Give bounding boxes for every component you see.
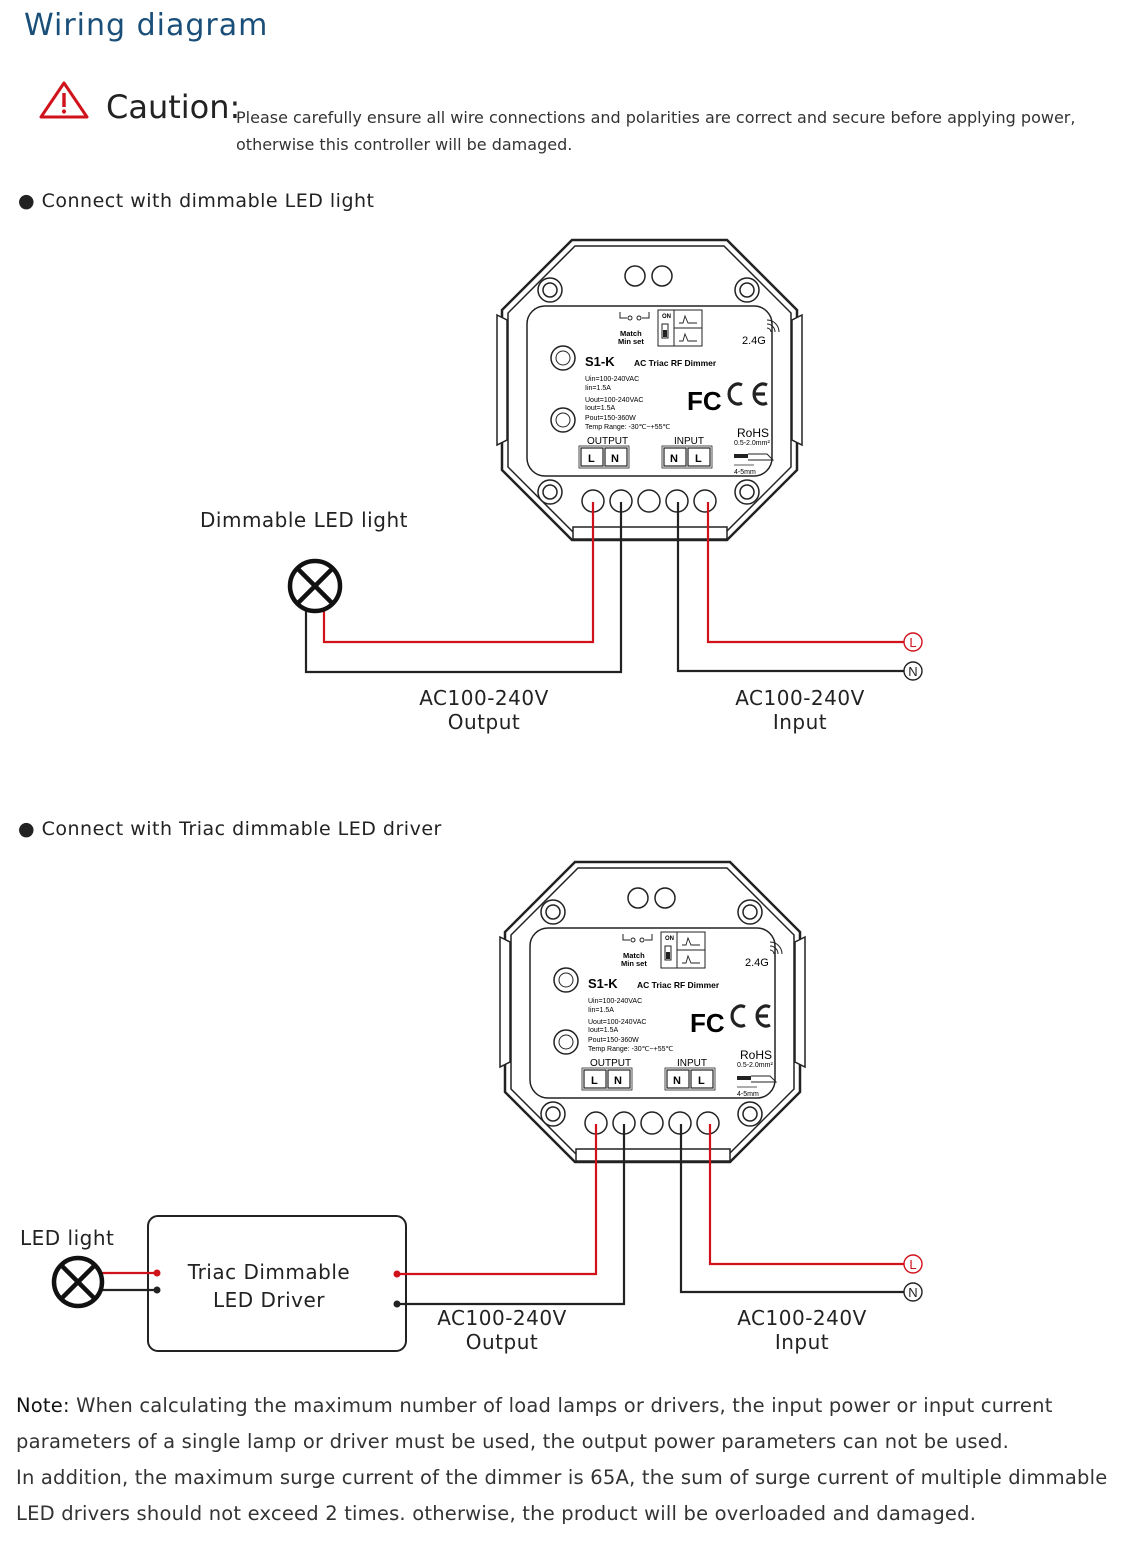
device-uin: Uin=100-240VAC bbox=[585, 376, 639, 383]
wiring-diagram-led-driver: Match Min set ON 2.4G S1-K AC Triac RF D… bbox=[51, 860, 923, 1352]
device-pout: Pout=150-360W bbox=[585, 415, 636, 422]
device-uout: Uout=100-240VAC bbox=[585, 397, 643, 404]
device-rf-label: 2.4G bbox=[745, 957, 769, 969]
note-line-3: In addition, the maximum surge current o… bbox=[16, 1466, 1108, 1489]
input-label: AC100-240V Input bbox=[710, 686, 890, 734]
device-iout: Iout=1.5A bbox=[585, 405, 615, 412]
device-input-label: INPUT bbox=[677, 1058, 707, 1069]
note-line-4: LED drivers should not exceed 2 times. o… bbox=[16, 1502, 977, 1525]
device-subtitle: AC Triac RF Dimmer bbox=[637, 980, 720, 990]
driver-label: Triac Dimmable LED Driver bbox=[166, 1258, 372, 1314]
fc-logo: FC bbox=[687, 386, 722, 416]
device-on-label: ON bbox=[665, 936, 674, 942]
caution-line-1: Please carefully ensure all wire connect… bbox=[236, 108, 1076, 127]
lamp-icon bbox=[287, 558, 343, 614]
output-neutral-wire bbox=[397, 1124, 626, 1306]
note-line-1: When calculating the maximum number of l… bbox=[76, 1394, 1053, 1417]
input-voltage: AC100-240V bbox=[737, 1306, 867, 1330]
device-on-label: ON bbox=[662, 314, 671, 320]
output-label: AC100-240V Output bbox=[402, 1306, 602, 1354]
device-wire-gauge: 0.5-2.0mm² bbox=[737, 1062, 773, 1069]
note-block: Note: When calculating the maximum numbe… bbox=[16, 1388, 1116, 1532]
driver-label-line-2: LED Driver bbox=[212, 1288, 326, 1312]
device-iin: Iin=1.5A bbox=[585, 385, 611, 392]
device-wire-gauge: 0.5-2.0mm² bbox=[734, 440, 770, 447]
page-title: Wiring diagram bbox=[24, 8, 269, 43]
output-neutral-wire bbox=[304, 502, 623, 674]
note-line-2: parameters of a single lamp or driver mu… bbox=[16, 1430, 1009, 1453]
terminal-out-n: N bbox=[614, 1075, 622, 1087]
terminal-in-l: L bbox=[698, 1075, 705, 1087]
device-model: S1-K bbox=[585, 354, 615, 369]
section-heading-led-driver: ● Connect with Triac dimmable LED driver bbox=[18, 818, 442, 840]
device-temp: Temp Range: -30℃~+55℃ bbox=[588, 1046, 674, 1053]
input-voltage: AC100-240V bbox=[735, 686, 865, 710]
device-output-label: OUTPUT bbox=[587, 436, 628, 447]
device-match-label: Match bbox=[620, 329, 642, 338]
line-terminal-label: L bbox=[909, 635, 916, 650]
input-neutral-wire bbox=[676, 502, 904, 673]
driver-label-line-1: Triac Dimmable bbox=[187, 1260, 351, 1284]
warning-icon bbox=[39, 81, 89, 119]
device-iin: Iin=1.5A bbox=[588, 1007, 614, 1014]
terminal-in-n: N bbox=[673, 1075, 681, 1087]
device-strip-length: 4-5mm bbox=[737, 1091, 759, 1098]
device-match-label: Match bbox=[623, 951, 645, 960]
device-uin: Uin=100-240VAC bbox=[588, 998, 642, 1005]
device-minset-label: Min set bbox=[621, 959, 647, 968]
neutral-terminal: N bbox=[903, 661, 923, 681]
lamp-icon bbox=[51, 1255, 105, 1309]
input-label: AC100-240V Input bbox=[712, 1306, 892, 1354]
terminal-in-n: N bbox=[670, 453, 678, 465]
dimmer-device: Match Min set ON 2.4G S1-K AC Triac RF D… bbox=[495, 238, 804, 542]
device-model: S1-K bbox=[588, 976, 618, 991]
device-output-label: OUTPUT bbox=[590, 1058, 631, 1069]
device-temp: Temp Range: -30℃~+55℃ bbox=[585, 424, 671, 431]
device-uout: Uout=100-240VAC bbox=[588, 1019, 646, 1026]
neutral-terminal-label: N bbox=[908, 1285, 917, 1300]
input-caption: Input bbox=[772, 710, 828, 734]
terminal-out-l: L bbox=[588, 453, 595, 465]
caution-label: Caution: bbox=[106, 88, 241, 126]
led-driver-box bbox=[147, 1215, 407, 1352]
output-voltage: AC100-240V bbox=[419, 686, 549, 710]
output-label: AC100-240V Output bbox=[384, 686, 584, 734]
fc-logo: FC bbox=[690, 1008, 725, 1038]
led-light-label: LED light bbox=[20, 1226, 115, 1250]
device-rohs: RoHS bbox=[737, 426, 769, 440]
neutral-terminal: N bbox=[903, 1282, 923, 1302]
output-caption: Output bbox=[447, 710, 521, 734]
caution-line-2: otherwise this controller will be damage… bbox=[236, 135, 573, 154]
terminal-in-l: L bbox=[695, 453, 702, 465]
device-pout: Pout=150-360W bbox=[588, 1037, 639, 1044]
device-subtitle: AC Triac RF Dimmer bbox=[634, 358, 717, 368]
device-rf-label: 2.4G bbox=[742, 335, 766, 347]
caution-text: Please carefully ensure all wire connect… bbox=[236, 104, 1096, 158]
device-iout: Iout=1.5A bbox=[588, 1027, 618, 1034]
input-live-wire bbox=[708, 1124, 904, 1266]
line-terminal-label: L bbox=[909, 1257, 916, 1272]
input-caption: Input bbox=[774, 1330, 830, 1354]
output-caption: Output bbox=[465, 1330, 539, 1354]
dimmer-device: Match Min set ON 2.4G S1-K AC Triac RF D… bbox=[498, 860, 807, 1164]
section-heading-led-light: ● Connect with dimmable LED light bbox=[18, 190, 375, 212]
neutral-terminal-label: N bbox=[908, 664, 917, 679]
device-rohs: RoHS bbox=[740, 1048, 772, 1062]
wiring-diagram-led-light: Match Min set ON 2.4G S1-K AC Triac RF D… bbox=[287, 238, 923, 681]
lamp-label: Dimmable LED light bbox=[200, 508, 408, 532]
input-neutral-wire bbox=[679, 1124, 904, 1294]
input-live-wire bbox=[706, 502, 904, 644]
note-label: Note: bbox=[16, 1394, 70, 1417]
output-live-wire bbox=[322, 502, 595, 644]
line-terminal: L bbox=[903, 1254, 923, 1274]
device-input-label: INPUT bbox=[674, 436, 704, 447]
line-terminal: L bbox=[903, 632, 923, 652]
terminal-out-n: N bbox=[611, 453, 619, 465]
output-voltage: AC100-240V bbox=[437, 1306, 567, 1330]
device-minset-label: Min set bbox=[618, 337, 644, 346]
terminal-out-l: L bbox=[591, 1075, 598, 1087]
device-strip-length: 4-5mm bbox=[734, 469, 756, 476]
output-live-wire bbox=[397, 1124, 598, 1276]
